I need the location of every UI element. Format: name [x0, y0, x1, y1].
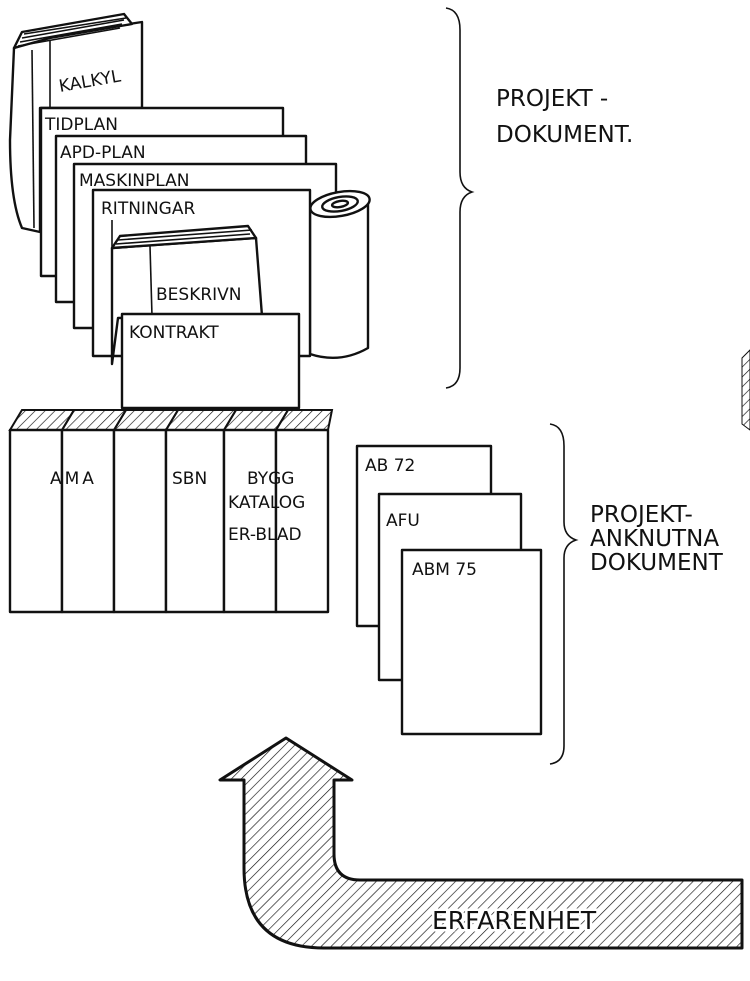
edge-mark	[742, 350, 750, 430]
kontrakt-sheet: KONTRAKT	[122, 314, 299, 408]
related-documents-label-line2: ANKNUTNA	[590, 526, 719, 552]
label-katalog: KATALOG	[228, 493, 305, 513]
project-documents-label-line2: DOKUMENT.	[496, 122, 633, 148]
label-er-blad: ER-BLAD	[228, 525, 302, 545]
label-maskinplan: MASKINPLAN	[79, 171, 189, 191]
related-documents-label-line1: PROJEKT-	[590, 502, 693, 528]
project-documents-group: KALKYL TIDPLAN APD-PLAN MASKINPLAN	[10, 8, 633, 408]
rolled-drawing-icon	[308, 187, 371, 358]
label-ritningar: RITNINGAR	[101, 199, 195, 219]
label-afu: AFU	[386, 511, 420, 531]
related-documents-group: AB 72 AFU ABM 75 PROJEKT- ANKNUTNA DOKUM…	[357, 424, 724, 764]
label-ama: AMA	[50, 469, 97, 489]
label-kontrakt: KONTRAKT	[129, 323, 219, 343]
label-bygg: BYGG	[247, 469, 294, 489]
experience-arrow: ERFARENHET	[220, 738, 742, 948]
label-abm75: ABM 75	[412, 560, 477, 580]
experience-label: ERFARENHET	[432, 906, 597, 935]
label-apd-plan: APD-PLAN	[60, 143, 146, 163]
label-tidplan: TIDPLAN	[44, 115, 118, 135]
project-documents-label-line1: PROJEKT -	[496, 86, 608, 112]
label-sbn: SBN	[172, 469, 207, 489]
related-documents-brace	[550, 424, 576, 764]
binders-group: AMA SBN BYGG KATALOG ER-BLAD	[10, 410, 332, 612]
project-documents-brace	[446, 8, 472, 388]
label-beskrivn: BESKRIVN	[156, 285, 242, 305]
label-ab72: AB 72	[365, 456, 415, 476]
related-documents-label-line3: DOKUMENT	[590, 550, 724, 576]
abm75-sheet: ABM 75	[402, 550, 541, 734]
